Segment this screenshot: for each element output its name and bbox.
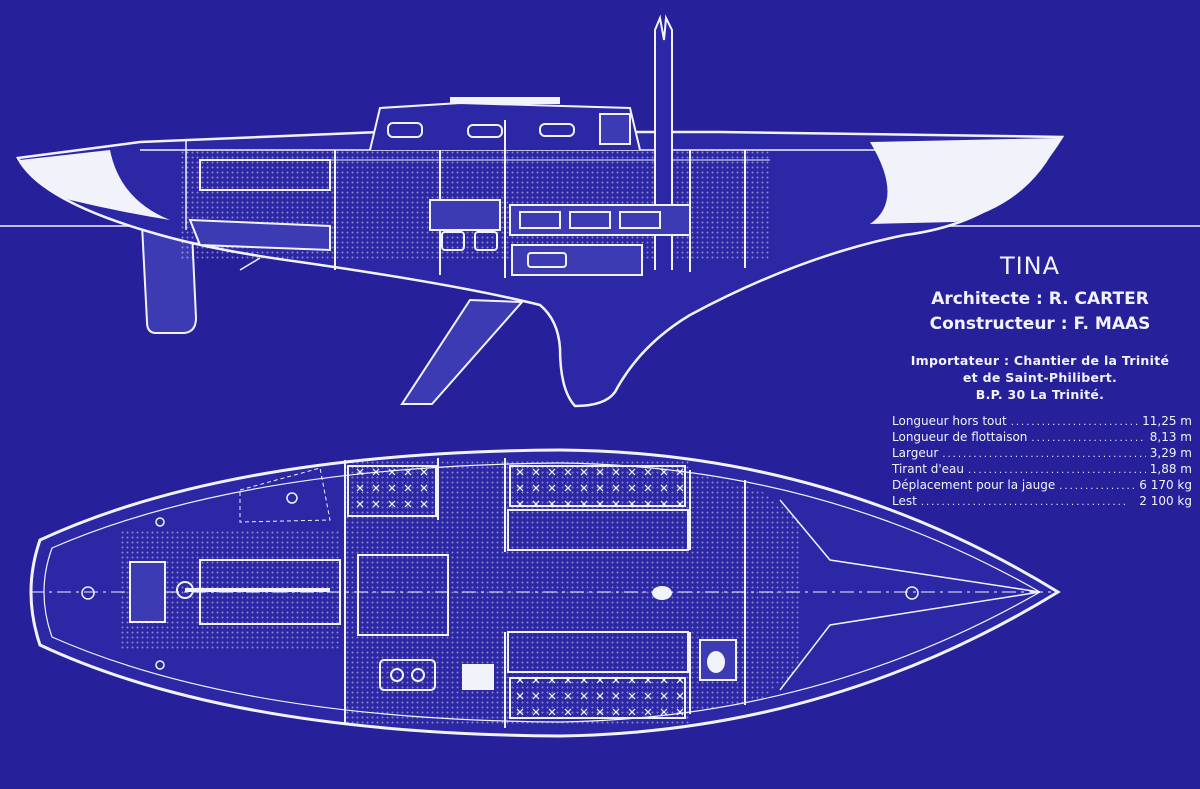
spec-value: 2 100 kg [1139,494,1192,508]
spec-label: Tirant d'eau [892,462,964,476]
keel [400,298,525,405]
spec-row: Longueur de flottaison .................… [892,430,1192,444]
spec-label: Largeur [892,446,939,460]
spec-label: Déplacement pour la jauge [892,478,1056,492]
deck-plan [29,448,1061,738]
spec-value: 3,29 m [1149,446,1192,460]
spec-label: Longueur de flottaison [892,430,1028,444]
spec-value: 6 170 kg [1139,478,1192,492]
spec-value: 1,88 m [1149,462,1192,476]
bow-topsides [870,138,1060,224]
boat-name: TINA [999,252,1061,280]
spec-label: Longueur hors tout [892,414,1007,428]
architect-line: Architecte : R. CARTER [931,289,1149,309]
importer-line-2: et de Saint-Philibert. [962,370,1118,385]
spec-value: 11,25 m [1142,414,1192,428]
specs-table: Longueur hors tout .....................… [892,413,1192,509]
importer-line-1: Importateur : Chantier de la Trinité [910,353,1170,368]
side-profile [0,14,1200,408]
stern-topsides [20,150,170,220]
spec-value: 8,13 m [1149,430,1192,444]
importer-line-3: B.P. 30 La Trinité. [975,387,1105,402]
spec-label: Lest [892,494,917,508]
spec-row: Longueur hors tout .....................… [892,414,1192,428]
spec-row: Lest ...................................… [892,494,1192,508]
builder-line: Constructeur : F. MAAS [929,314,1151,334]
spec-row: Déplacement pour la jauge ..............… [892,478,1192,492]
spec-row: Tirant d'eau ...........................… [892,462,1192,476]
spec-row: Largeur ................................… [892,446,1192,460]
